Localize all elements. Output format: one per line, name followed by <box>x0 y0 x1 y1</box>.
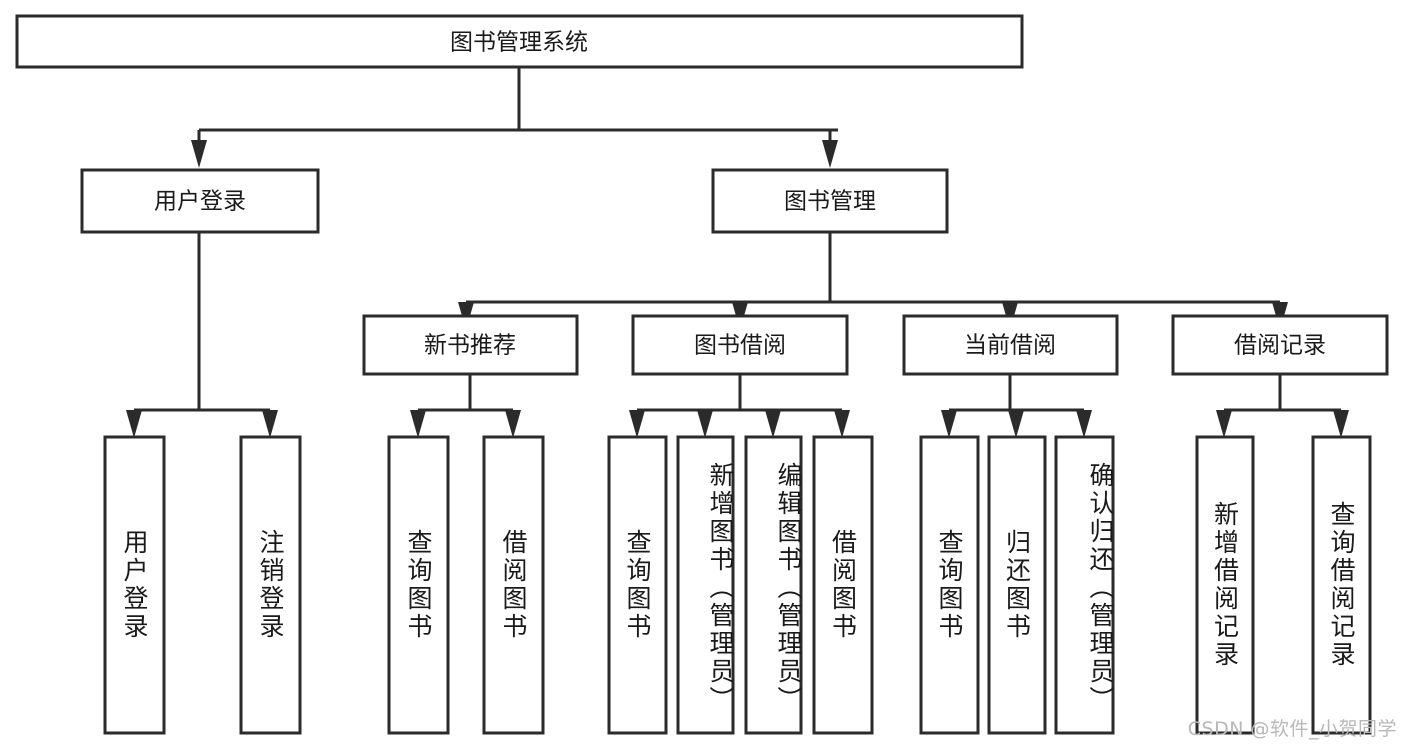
arrow-head-icon <box>1216 410 1232 438</box>
arrow-head-icon <box>126 410 142 438</box>
arrow-head-icon <box>941 410 957 438</box>
arrow-head-icon <box>1008 410 1024 438</box>
node-leaf-add-book[interactable] <box>676 435 735 735</box>
node-leaf-query-book-2[interactable] <box>607 435 668 735</box>
node-book-manage-label: 图书管理 <box>784 189 876 215</box>
node-borrow-record[interactable]: 借阅记录 <box>1171 314 1389 376</box>
node-leaf-query-book-1[interactable] <box>387 435 450 735</box>
node-leaf-query-record[interactable] <box>1311 435 1372 735</box>
connector-userlogin-to-leaves <box>126 232 278 438</box>
node-leaf-user-login[interactable] <box>103 435 166 735</box>
arrow-head-icon <box>1333 410 1349 438</box>
connector-currentborrow-to-leaves <box>941 374 1092 438</box>
node-current-borrow[interactable]: 当前借阅 <box>902 314 1119 376</box>
arrow-head-icon <box>191 140 207 168</box>
arrow-head-icon <box>505 410 521 438</box>
connector-borrowrecord-to-leaves <box>1216 374 1349 438</box>
node-user-login-label: 用户登录 <box>154 189 246 215</box>
node-leaf-confirm-return[interactable] <box>1054 435 1115 735</box>
node-leaf-add-record[interactable] <box>1195 435 1255 735</box>
connector-newbook-to-leaves <box>410 374 521 438</box>
node-new-book-recommend-label: 新书推荐 <box>424 333 516 359</box>
arrow-head-icon <box>1076 410 1092 438</box>
connector-bookborrow-to-leaves <box>629 374 850 438</box>
arrow-head-icon <box>697 410 713 438</box>
node-book-manage[interactable]: 图书管理 <box>711 168 949 234</box>
arrow-head-icon <box>822 140 838 168</box>
connector-bookmanage-to-level3 <box>458 232 1288 330</box>
node-user-login[interactable]: 用户登录 <box>80 168 320 234</box>
node-leaf-query-book-3[interactable] <box>919 435 980 735</box>
node-leaf-borrow-book-1[interactable] <box>482 435 545 735</box>
node-new-book-recommend[interactable]: 新书推荐 <box>362 314 579 376</box>
node-leaf-logout[interactable] <box>239 435 302 735</box>
node-leaf-edit-book[interactable] <box>744 435 803 735</box>
node-root[interactable]: 图书管理系统 <box>15 14 1024 69</box>
node-current-borrow-label: 当前借阅 <box>964 333 1056 359</box>
node-book-borrow-label: 图书借阅 <box>694 333 786 359</box>
watermark-text: CSDN @软件_小贺同学 <box>1187 718 1397 740</box>
node-borrow-record-label: 借阅记录 <box>1234 333 1326 359</box>
connector-root-to-level2 <box>191 67 838 168</box>
arrow-head-icon <box>410 410 426 438</box>
node-book-borrow[interactable]: 图书借阅 <box>631 314 849 376</box>
node-root-label: 图书管理系统 <box>450 30 588 56</box>
node-leaf-borrow-book-2[interactable] <box>812 435 874 735</box>
node-leaf-return-book[interactable] <box>987 435 1047 735</box>
arrow-head-icon <box>834 410 850 438</box>
arrow-head-icon <box>629 410 645 438</box>
arrow-head-icon <box>262 410 278 438</box>
arrow-head-icon <box>765 410 781 438</box>
